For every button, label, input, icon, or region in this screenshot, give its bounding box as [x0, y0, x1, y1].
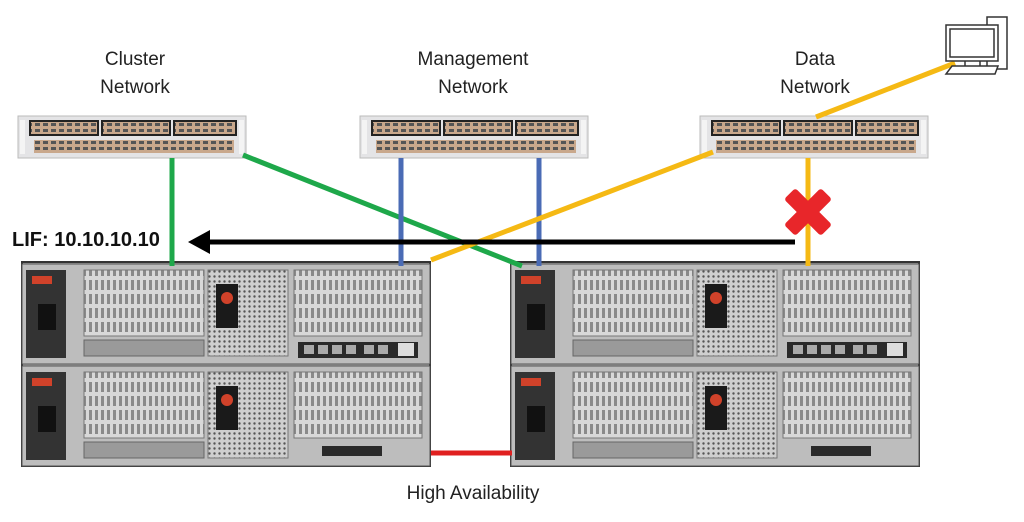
- data-label-line2: Network: [780, 77, 850, 98]
- red-x-failure-icon: [785, 189, 831, 235]
- management-switch-icon: [359, 115, 589, 159]
- cluster-link-b: [242, 152, 523, 269]
- data-switch-icon: [699, 115, 929, 159]
- management-network-label: Management Network: [373, 46, 573, 102]
- lif-migration-arrow-icon: [188, 230, 795, 254]
- management-label-line1: Management: [417, 49, 529, 70]
- cluster-label-line2: Network: [100, 77, 170, 98]
- client-link: [815, 60, 956, 120]
- controller-b-icon: [511, 262, 919, 466]
- desktop-computer-icon: [944, 16, 1008, 75]
- high-availability-label: High Availability: [406, 483, 540, 504]
- cluster-label-line1: Cluster: [104, 49, 166, 70]
- data-label-line1: Data: [794, 49, 836, 70]
- controller-a-icon: [22, 262, 430, 466]
- cluster-network-label: Cluster Network: [35, 46, 235, 102]
- data-network-label: Data Network: [715, 46, 915, 102]
- lif-label: LIF: 10.10.10.10: [12, 229, 160, 251]
- cluster-switch-icon: [17, 115, 247, 159]
- management-label-line2: Network: [438, 77, 508, 98]
